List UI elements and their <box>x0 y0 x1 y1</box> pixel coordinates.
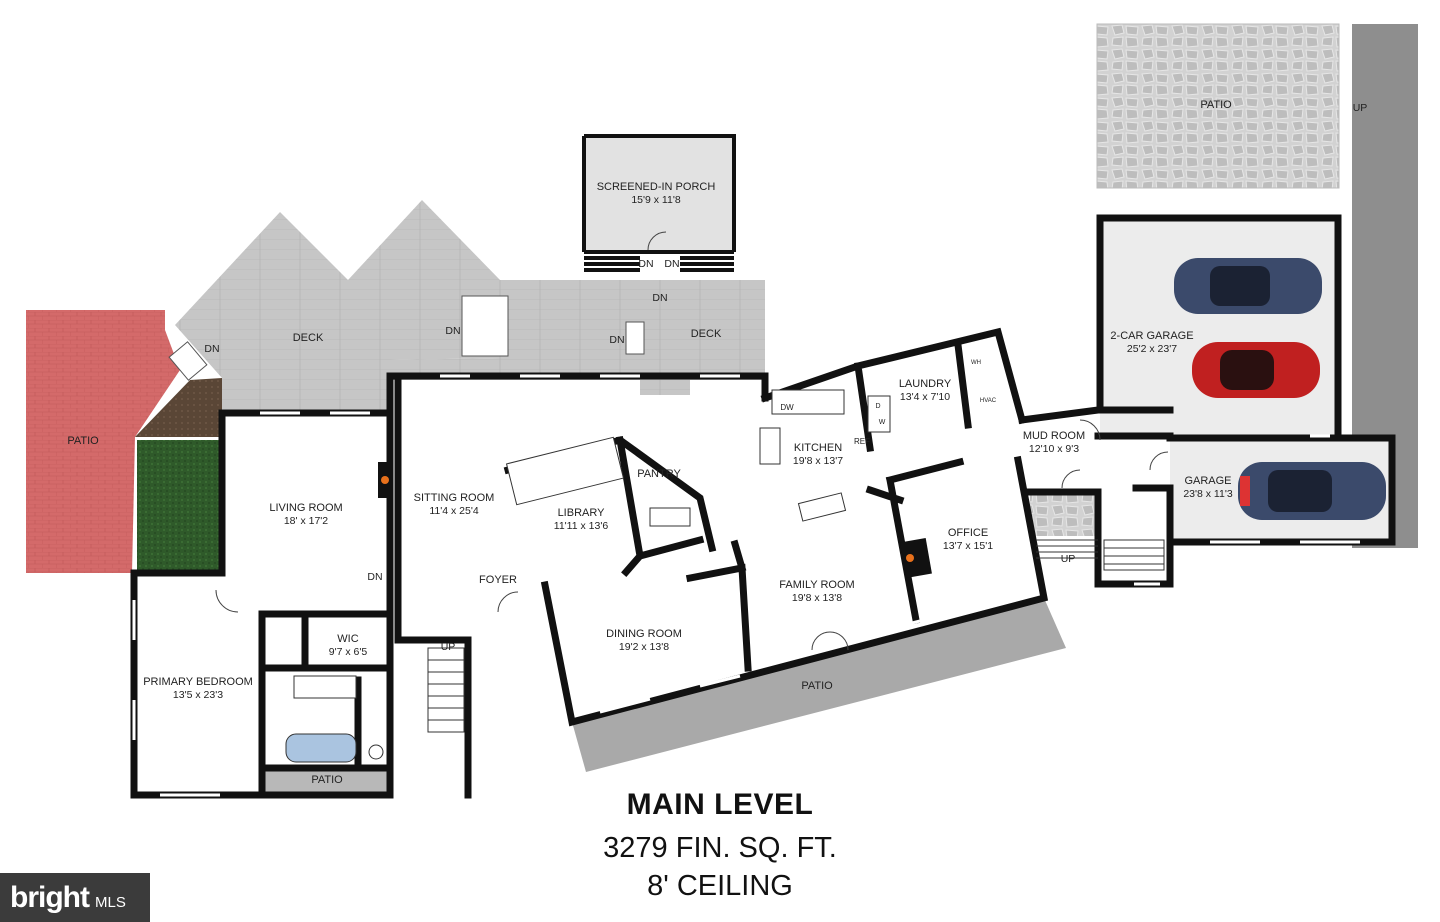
up-marker: UP <box>1353 102 1368 114</box>
dn-marker: DN <box>652 292 667 304</box>
porch-walls <box>582 134 736 252</box>
kitchen-counter <box>771 389 845 415</box>
family-room-dims: 19'8 x 13'8 <box>792 592 842 604</box>
dn-marker: DN <box>638 258 653 270</box>
deck-left-label: DECK <box>293 332 324 344</box>
level-area: 3279 FIN. SQ. FT. <box>603 832 837 864</box>
dn-marker: DN <box>664 258 679 270</box>
windows <box>132 374 1360 797</box>
wic-label: WIC <box>337 633 358 645</box>
fireplace-office <box>900 538 932 578</box>
sitting-foyer-walls <box>394 372 472 799</box>
office-label: OFFICE <box>948 527 988 539</box>
kitchen-label: KITCHEN <box>794 442 842 454</box>
living-room-label: LIVING ROOM <box>269 502 342 514</box>
mud-stairs <box>1036 539 1165 571</box>
dn-marker: DN <box>204 343 219 355</box>
ref-marker: REF <box>854 437 870 446</box>
level-title: MAIN LEVEL <box>626 788 814 821</box>
porch-steps <box>584 250 734 272</box>
doors <box>215 231 1169 651</box>
mud-room-dims: 12'10 x 9'3 <box>1029 443 1079 455</box>
laundry-dims: 13'4 x 7'10 <box>900 391 950 403</box>
sitting-room-dims: 11'4 x 25'4 <box>429 505 479 517</box>
washer-marker: W <box>879 419 886 426</box>
deck-stairs <box>168 295 645 381</box>
patio-top-surface <box>1096 23 1340 189</box>
garage-walls <box>1096 214 1396 546</box>
deck-right-surface <box>390 280 765 395</box>
wic-dims: 9'7 x 6'5 <box>329 646 368 658</box>
level-ceiling: 8' CEILING <box>647 870 793 902</box>
dn-marker: DN <box>609 334 624 346</box>
dining-room-label: DINING ROOM <box>606 628 682 640</box>
library-shelf <box>505 436 625 506</box>
mud-steps-stone <box>1030 492 1096 536</box>
bed-bath-walls <box>258 610 394 799</box>
toilet <box>368 744 384 760</box>
garage-label: GARAGE <box>1184 475 1231 487</box>
car-red <box>1192 342 1320 398</box>
office-dims: 13'7 x 15'1 <box>943 540 993 552</box>
two-car-garage-floor <box>1100 218 1338 436</box>
foyer-label: FOYER <box>479 574 517 586</box>
hvac-marker: HVAC <box>980 398 997 404</box>
deck-left-surface <box>175 200 500 413</box>
bright-mls-logo: bright MLS <box>0 873 150 922</box>
vanity <box>293 675 357 699</box>
mud-room-label: MUD ROOM <box>1023 430 1085 442</box>
two-car-garage-label: 2-CAR GARAGE <box>1110 330 1193 342</box>
car-blue-garage <box>1238 462 1386 520</box>
dryer-marker: D <box>875 403 880 410</box>
dn-marker: DN <box>367 571 382 583</box>
kitchen-range <box>759 427 781 465</box>
library-dims: 11'11 x 13'6 <box>554 520 609 532</box>
library-label: LIBRARY <box>558 507 606 519</box>
deck-right-label: DECK <box>691 328 722 340</box>
patio-top-label: PATIO <box>1200 99 1232 111</box>
kitchen-laundry-walls <box>760 327 1027 452</box>
screened-porch-surface <box>584 136 734 250</box>
dining-room-dims: 19'2 x 13'8 <box>619 641 669 653</box>
dn-marker: DN <box>445 325 460 337</box>
wh-marker: WH <box>971 360 981 366</box>
laundry-machines <box>867 395 891 433</box>
patio-left-surface <box>26 310 180 573</box>
main-stairs <box>427 647 465 733</box>
pantry-label: PANTRY <box>637 468 681 480</box>
logo-brand: bright <box>10 880 90 914</box>
fireplace-office-flame <box>906 554 914 562</box>
fireplace-sitting-flame <box>381 476 389 484</box>
kitchen-dims: 19'8 x 13'7 <box>793 455 843 467</box>
patio-bath-surface <box>265 768 390 794</box>
dw-marker: DW <box>780 403 794 412</box>
up-marker: UP <box>1061 553 1076 565</box>
two-car-garage-dims: 25'2 x 23'7 <box>1127 343 1177 355</box>
bathtub <box>285 733 357 763</box>
kitchen-island-sink <box>797 492 847 522</box>
patio-bottom-label: PATIO <box>801 680 833 692</box>
patio-left-label: PATIO <box>67 435 99 447</box>
logo-suffix: MLS <box>94 894 126 911</box>
up-marker: UP <box>441 641 456 653</box>
powder-sink <box>649 507 691 527</box>
patio-bath-label: PATIO <box>311 774 343 786</box>
mulch-bed <box>135 378 222 437</box>
car-blue-top <box>1174 258 1322 314</box>
sitting-room-label: SITTING ROOM <box>414 492 495 504</box>
dining-south-wall <box>540 455 1049 727</box>
living-room-dims: 18' x 17'2 <box>284 515 328 527</box>
main-outer-wall <box>130 372 769 799</box>
laundry-label: LAUNDRY <box>899 378 952 390</box>
screened-porch-dims: 15'9 x 11'8 <box>631 194 681 206</box>
garage-dims: 23'8 x 11'3 <box>1183 488 1233 500</box>
screened-porch-label: SCREENED-IN PORCH <box>597 181 716 193</box>
patio-bottom-surface <box>572 598 1066 772</box>
primary-bedroom-dims: 13'5 x 23'3 <box>173 689 223 701</box>
family-room-label: FAMILY ROOM <box>779 579 854 591</box>
primary-bedroom-label: PRIMARY BEDROOM <box>143 676 253 688</box>
lawn <box>137 440 222 573</box>
